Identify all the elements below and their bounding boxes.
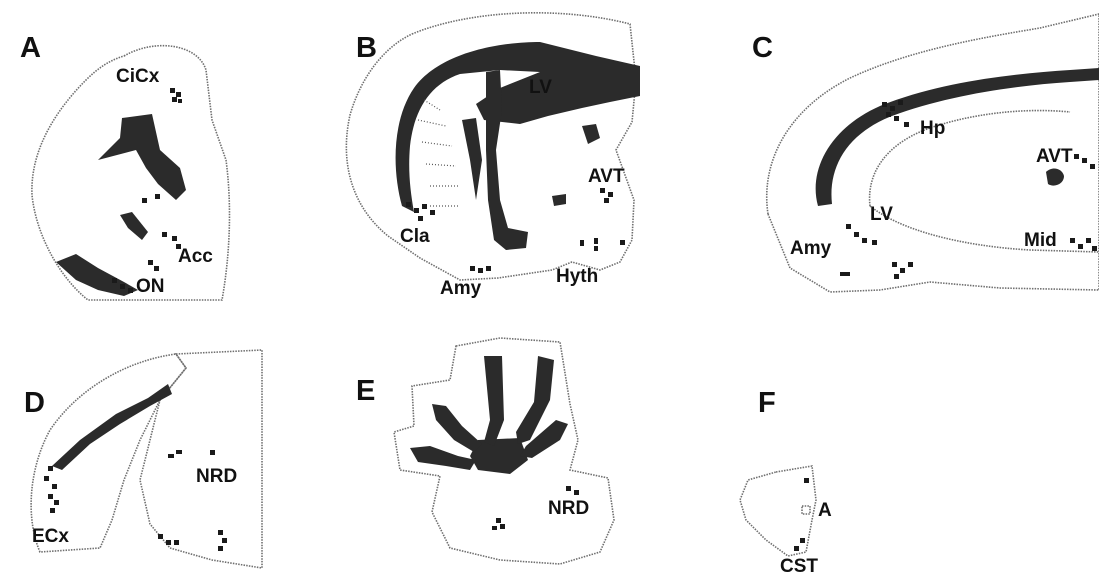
panel-c: C Hp AVT LV Amy Mid [752, 14, 1099, 292]
panel-letter-c: C [752, 32, 773, 64]
region-label-nrd-d: NRD [196, 466, 237, 487]
inner-outline-f [802, 506, 810, 514]
panel-a: A CiCx Acc ON [20, 32, 229, 300]
region-label-nrd-e: NRD [548, 498, 589, 519]
region-label-cla: Cla [400, 226, 430, 247]
nucleus-c [1046, 169, 1064, 186]
striatal-fibers-b [418, 100, 460, 206]
panel-letter-f: F [758, 387, 776, 419]
panel-b: B LV AVT Cla Amy Hyth [346, 13, 640, 299]
panel-letter-b: B [356, 32, 377, 64]
region-label-on: ON [136, 276, 165, 297]
corpus-callosum-c [816, 68, 1099, 206]
tract-branch-b [462, 118, 482, 200]
region-label-amy-b: Amy [440, 278, 482, 299]
panel-letter-d: D [24, 387, 45, 419]
labeled-cells-c [840, 100, 1097, 279]
region-label-acc: Acc [178, 246, 213, 267]
panel-f: F A CST [740, 387, 832, 577]
region-label-amy-c: Amy [790, 238, 832, 259]
region-label-hp: Hp [920, 118, 945, 139]
inner-outline-c [870, 111, 1099, 252]
tract-small-b [552, 194, 566, 206]
region-label-lv-b: LV [529, 77, 552, 98]
region-label-ecx: ECx [32, 526, 69, 547]
section-outline-d-left [31, 354, 186, 552]
panel-e: E NRD [356, 338, 614, 564]
panel-letter-e: E [356, 375, 375, 407]
region-label-cicx: CiCx [116, 66, 160, 87]
region-label-avt-b: AVT [588, 166, 625, 187]
region-label-avt-c: AVT [1036, 146, 1073, 167]
panel-letter-a: A [20, 32, 41, 64]
tract-nucleus-b [582, 124, 600, 144]
tract-mid-a [120, 212, 148, 240]
region-label-mid: Mid [1024, 230, 1057, 251]
region-label-lv-c: LV [870, 204, 893, 225]
region-label-hyth: Hyth [556, 266, 598, 287]
tract-ventral-a [56, 254, 138, 296]
white-matter-tract-a [98, 114, 186, 200]
region-label-cst: CST [780, 556, 818, 577]
panel-d: D NRD ECx [24, 350, 262, 568]
region-label-a-f: A [818, 500, 832, 521]
